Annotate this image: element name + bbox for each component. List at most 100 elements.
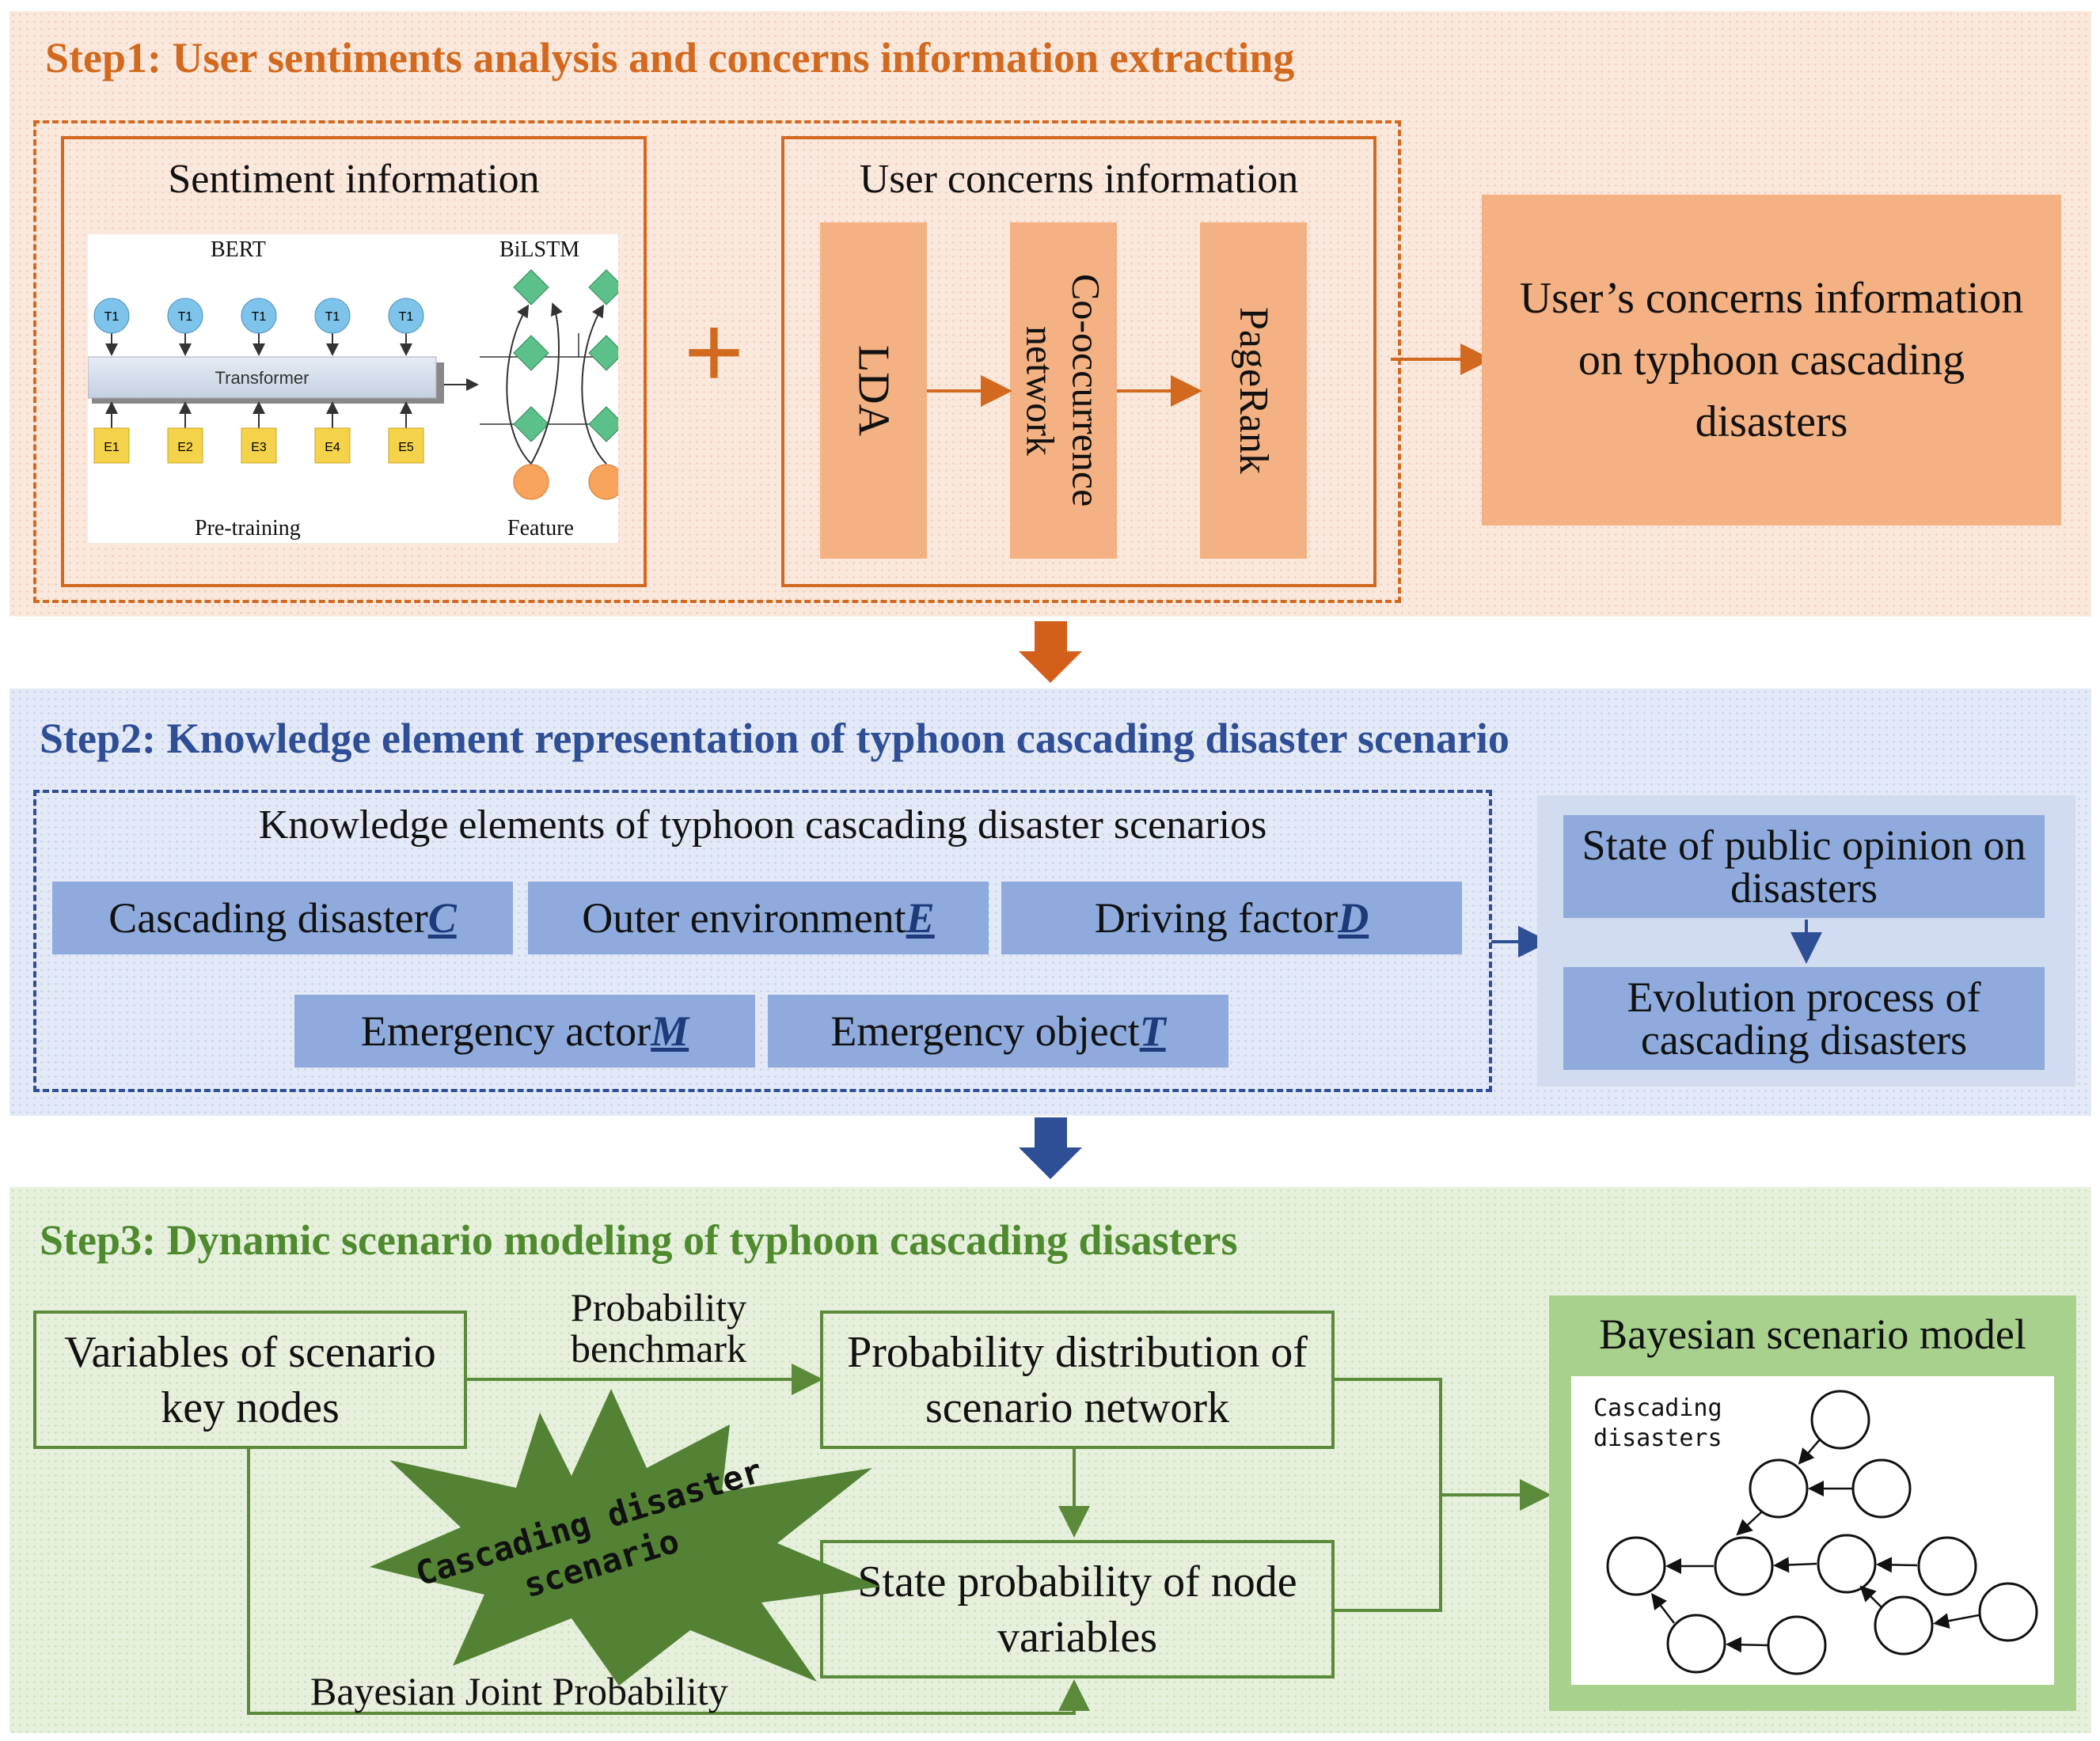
step2-title: Step2: Knowledge element representation … — [40, 715, 1509, 762]
cooccurrence-box: Co-occurrence network — [1010, 222, 1117, 559]
element-driving-factor: Driving factor D — [1001, 882, 1462, 954]
e-tokens: E1 E2 E3 E4 E5 — [93, 401, 424, 464]
state-public-opinion-box: State of public opinion on disasters — [1563, 815, 2045, 918]
transformer-bar — [88, 356, 437, 399]
bilstm-nodes — [506, 269, 618, 500]
element-emergency-actor: Emergency actor M — [294, 995, 755, 1068]
bilstm-out-2 — [588, 269, 618, 305]
element-outer-environment-text: Outer environment — [582, 894, 906, 942]
t-token-3 — [241, 298, 277, 334]
t-token-label-3: T1 — [252, 310, 267, 324]
step1-to-step2-arrow — [1019, 621, 1082, 683]
step2-panel: Step2: Knowledge element representation … — [9, 688, 2091, 1116]
bayes-node-4 — [1606, 1536, 1666, 1596]
probability-distribution-box: Probability distribution of scenario net… — [820, 1310, 1335, 1449]
evolution-process-box: Evolution process of cascading disasters — [1563, 967, 2045, 1070]
bayes-node-9 — [1978, 1582, 2038, 1642]
bilstm-bw-2 — [588, 406, 618, 442]
to-output-arrow — [1391, 343, 1492, 375]
pagerank-label: PageRank — [1231, 307, 1276, 474]
bayes-node-3 — [1851, 1458, 1912, 1519]
element-emergency-actor-text: Emergency actor — [360, 1007, 651, 1055]
bilstm-input-1 — [513, 464, 549, 500]
feature-label: Feature — [507, 516, 574, 541]
element-cascading-disaster-symbol: C — [427, 894, 457, 942]
to-bayes-bracket — [1331, 1378, 1442, 1612]
concerns-arrows — [927, 375, 1202, 407]
bilstm-fw-1 — [513, 335, 549, 371]
variables-box: Variables of scenario key nodes — [33, 1310, 467, 1449]
element-outer-environment: Outer environment E — [528, 882, 989, 954]
bilstm-fw-2 — [588, 335, 618, 371]
ke-title: Knowledge elements of typhoon cascading … — [258, 802, 1267, 848]
transformer-label: Transformer — [215, 368, 309, 388]
ke-to-state-arrow — [1491, 926, 1550, 958]
concerns-title: User concerns information — [859, 156, 1299, 202]
bayes-node-2 — [1749, 1458, 1809, 1519]
sentiment-box: Sentiment information BERT BiLSTM Pre-tr… — [61, 136, 647, 587]
lda-label: LDA — [849, 344, 898, 437]
concerns-box: User concerns information LDA Co-occurre… — [781, 136, 1377, 587]
bert-bilstm-diagram: Transformer T1 T1 T1 T1 — [88, 269, 618, 500]
element-driving-factor-text: Driving factor — [1094, 894, 1339, 942]
element-emergency-object: Emergency object T — [768, 995, 1228, 1068]
e-token-label-1: E1 — [104, 441, 120, 454]
step3-title: Step3: Dynamic scenario modeling of typh… — [40, 1216, 1238, 1264]
bayes-node-8 — [1874, 1595, 1934, 1656]
e-token-label-2: E2 — [177, 441, 193, 454]
bilstm-out-1 — [513, 269, 549, 305]
bayes-network-canvas: Cascading disasters — [1571, 1376, 2054, 1685]
bayes-node-7 — [1917, 1536, 1977, 1596]
e-token-2 — [167, 427, 203, 464]
t-token-label-2: T1 — [178, 310, 193, 324]
concerns-output-box: User’s concerns information on typhoon c… — [1482, 195, 2061, 525]
e-token-1 — [93, 427, 130, 464]
bert-label: BERT — [211, 237, 266, 262]
e-token-3 — [241, 427, 277, 464]
t-token-4 — [314, 298, 351, 334]
element-outer-environment-symbol: E — [906, 894, 935, 942]
e-token-4 — [314, 427, 351, 464]
element-emergency-actor-symbol: M — [651, 1007, 689, 1055]
element-emergency-object-text: Emergency object — [830, 1007, 1140, 1055]
element-cascading-disaster-text: Cascading disaster — [108, 894, 428, 942]
t-token-label-5: T1 — [399, 310, 414, 324]
state-to-evolution-arrow — [1791, 920, 1822, 964]
joint-probability-label: Bayesian Joint Probability — [310, 1669, 728, 1713]
step2-to-step3-arrow — [1019, 1117, 1082, 1179]
t-token-label-1: T1 — [104, 310, 120, 324]
e-token-5 — [388, 427, 424, 464]
e-token-label-4: E4 — [325, 441, 340, 454]
t-tokens: T1 T1 T1 T1 T1 — [93, 298, 424, 356]
bayes-node-11 — [1767, 1615, 1827, 1675]
bert-bilstm-figure: BERT BiLSTM Pre-training Feature Transfo… — [88, 234, 618, 543]
t-token-2 — [167, 298, 203, 334]
state-probability-box: State probability of node variables — [820, 1540, 1335, 1678]
pagerank-box: PageRank — [1200, 222, 1307, 559]
step1-panel: Step1: User sentiments analysis and conc… — [9, 11, 2091, 616]
step3-panel: Step3: Dynamic scenario modeling of typh… — [9, 1187, 2091, 1733]
bayes-network-graph — [1606, 1390, 2038, 1675]
bayes-node-6 — [1817, 1534, 1877, 1594]
bilstm-grid — [480, 333, 610, 425]
t-token-label-4: T1 — [325, 310, 340, 324]
e-token-label-3: E3 — [251, 441, 267, 454]
knowledge-elements-group: Knowledge elements of typhoon cascading … — [33, 790, 1492, 1092]
t-token-1 — [93, 298, 130, 334]
bayes-node-5 — [1714, 1536, 1774, 1596]
bilstm-label: BiLSTM — [499, 237, 580, 262]
probability-benchmark-label: Probability benchmark — [570, 1285, 747, 1371]
bayes-node-10 — [1666, 1614, 1726, 1674]
lda-box: LDA — [820, 222, 927, 559]
bayes-inner-label: Cascading disasters — [1593, 1394, 1722, 1452]
t-token-5 — [388, 298, 424, 334]
sentiment-title: Sentiment information — [168, 156, 540, 202]
step1-dashed-group — [33, 120, 1401, 603]
cascading-burst-shape — [370, 1389, 880, 1686]
bayes-model-panel: Bayesian scenario model Cascading disast… — [1549, 1295, 2076, 1711]
element-emergency-object-symbol: T — [1139, 1007, 1166, 1055]
bilstm-bw-1 — [513, 406, 549, 442]
bayes-node-1 — [1810, 1390, 1870, 1450]
element-driving-factor-symbol: D — [1338, 894, 1369, 942]
e-token-label-5: E5 — [398, 441, 414, 454]
